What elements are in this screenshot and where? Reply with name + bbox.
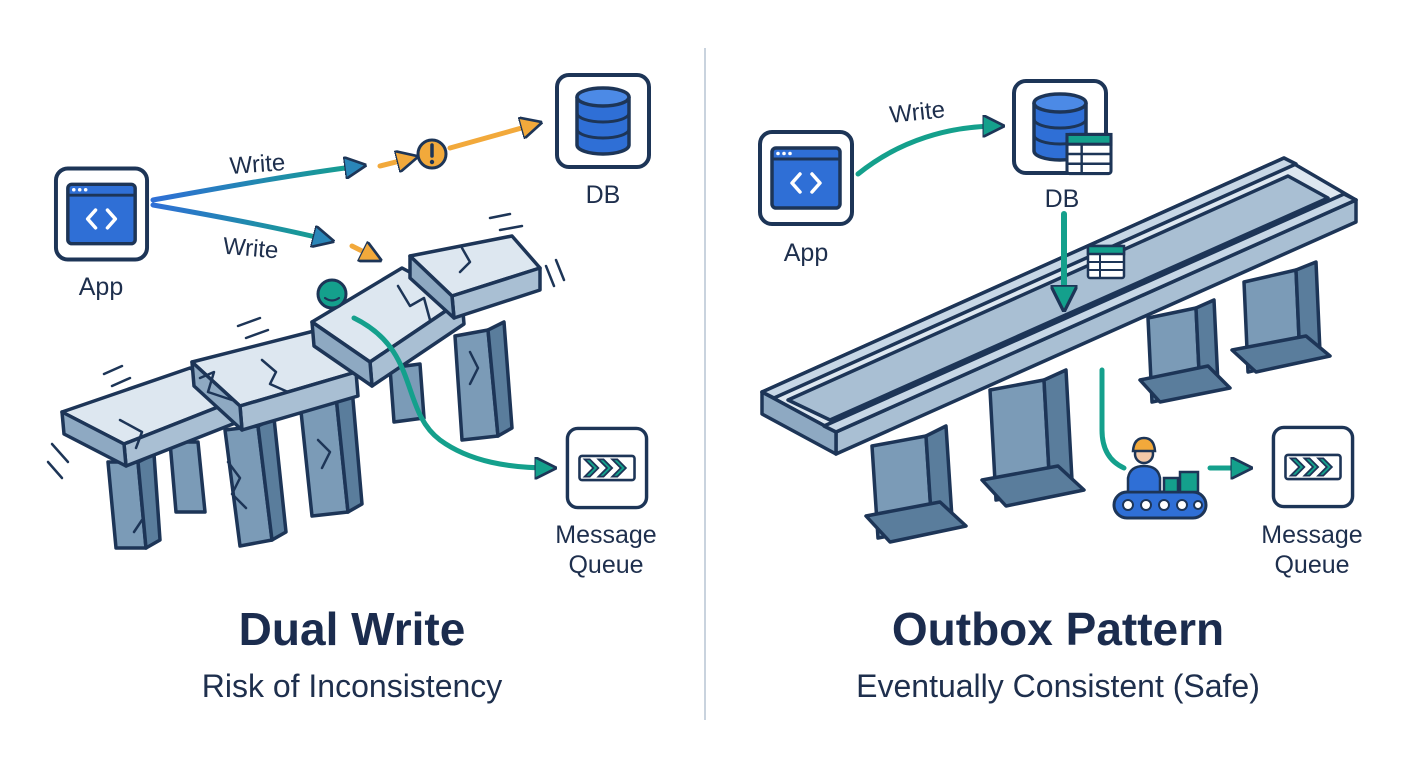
left-warning-arrow-end [447,124,536,151]
right-queue-label-line2: Queue [1274,551,1349,579]
left-warning-arrow-start [377,158,412,166]
worker-conveyor-icon [1112,436,1208,520]
left-subtitle: Risk of Inconsistency [202,668,503,704]
left-title: Dual Write [239,603,466,655]
left-queue-arrow [351,315,550,468]
left-queue-label-line1: Message [555,521,656,549]
right-subtitle: Eventually Consistent (Safe) [856,668,1260,704]
left-panel: App DB Write Write Message Queue Dual Wr… [46,73,657,704]
left-failure-arrow [349,246,376,258]
right-queue-icon [1271,425,1355,509]
left-db-label: DB [586,181,621,209]
left-app-label: App [79,273,123,301]
right-title: Outbox Pattern [892,603,1224,655]
left-write-arrow-queue [150,202,328,240]
right-queue-label-line1: Message [1261,521,1362,549]
right-app-label: App [784,239,828,267]
right-app-icon [758,130,854,226]
left-write-arrow-db [150,166,360,203]
left-queue-icon [565,426,649,510]
right-write-label: Write [888,96,946,129]
left-write-label-2: Write [222,233,280,265]
relay-line [1099,367,1127,471]
left-app-icon [56,168,147,259]
shake-marks [46,212,566,480]
broken-bridge [60,234,542,550]
right-panel: App DB Write Message Queue Outbox Patter… [758,81,1363,704]
right-db-label: DB [1045,185,1080,213]
left-write-label-1: Write [229,149,286,180]
left-queue-label-line2: Queue [568,551,643,579]
right-write-arrow [855,126,998,177]
outbox-table-icon [1065,132,1113,176]
left-db-icon [555,73,651,169]
falling-figure-icon [316,278,348,310]
warning-icon [416,138,448,170]
outbox-record-icon [1086,244,1126,280]
